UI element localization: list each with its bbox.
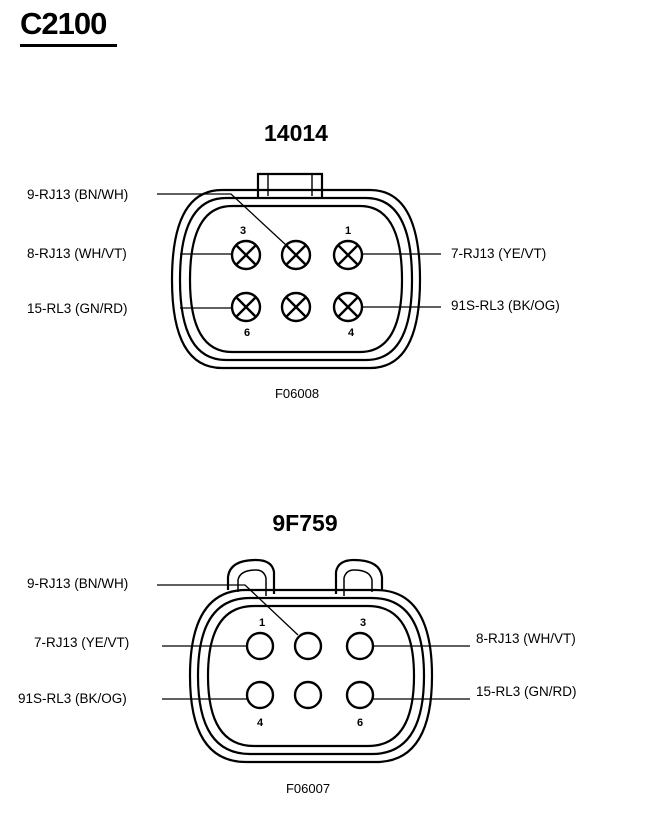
wire-label: 9-RJ13 (BN/WH) xyxy=(27,576,128,591)
wire-label: 91S-RL3 (BK/OG) xyxy=(18,691,127,706)
pin-4 xyxy=(332,291,364,323)
connector-shell-outer xyxy=(188,588,434,764)
connector-name: 9F759 xyxy=(272,510,337,536)
pin-3 xyxy=(345,631,375,661)
pin-number: 1 xyxy=(345,225,351,237)
connector-latch-right xyxy=(334,558,384,594)
pin-1 xyxy=(245,631,275,661)
pin-number: 6 xyxy=(357,717,363,729)
connector-shell-inner xyxy=(196,596,426,756)
leader-line xyxy=(157,193,287,246)
wire-label: 7-RJ13 (YE/VT) xyxy=(34,635,129,650)
wire-label: 15-RL3 (GN/RD) xyxy=(476,684,577,699)
pin-3 xyxy=(230,239,262,271)
connector-shell-inner xyxy=(178,196,414,362)
pin-number: 6 xyxy=(244,327,250,339)
leader-line xyxy=(157,584,299,636)
wire-label: 9-RJ13 (BN/WH) xyxy=(27,187,128,202)
connector-latch-left xyxy=(226,558,276,594)
wire-label: 7-RJ13 (YE/VT) xyxy=(451,246,546,261)
connector-shell-cavity xyxy=(188,204,404,354)
pin-6 xyxy=(345,680,375,710)
connector-9F759: 9F759 1 3 4 6 9-RJ13 (BN/WH) 7-RJ13 (YE/… xyxy=(18,510,577,796)
pin-number: 4 xyxy=(348,327,355,339)
pin-6 xyxy=(230,291,262,323)
connector-name: 14014 xyxy=(264,120,328,146)
pin-number: 4 xyxy=(257,717,264,729)
pin-5 xyxy=(293,680,323,710)
pin-number: 3 xyxy=(360,617,366,629)
wire-label: 8-RJ13 (WH/VT) xyxy=(27,246,127,261)
connector-14014: 14014 xyxy=(27,120,560,401)
pin-4 xyxy=(245,680,275,710)
page-title: C2100 xyxy=(20,6,107,41)
pin-number: 1 xyxy=(259,617,265,629)
pin-number: 3 xyxy=(240,225,246,237)
connector-shell-outer xyxy=(170,188,422,370)
pin-5 xyxy=(280,291,312,323)
pin-2 xyxy=(293,631,323,661)
wire-label: 91S-RL3 (BK/OG) xyxy=(451,298,560,313)
wire-label: 15-RL3 (GN/RD) xyxy=(27,301,128,316)
wire-label: 8-RJ13 (WH/VT) xyxy=(476,631,576,646)
title-underline xyxy=(20,44,117,47)
pin-1 xyxy=(332,239,364,271)
connector-shell-cavity xyxy=(206,604,416,748)
figure-id: F06008 xyxy=(275,386,319,401)
figure-id: F06007 xyxy=(286,781,330,796)
pin-2 xyxy=(280,239,312,271)
connector-lock-tab xyxy=(256,172,324,197)
